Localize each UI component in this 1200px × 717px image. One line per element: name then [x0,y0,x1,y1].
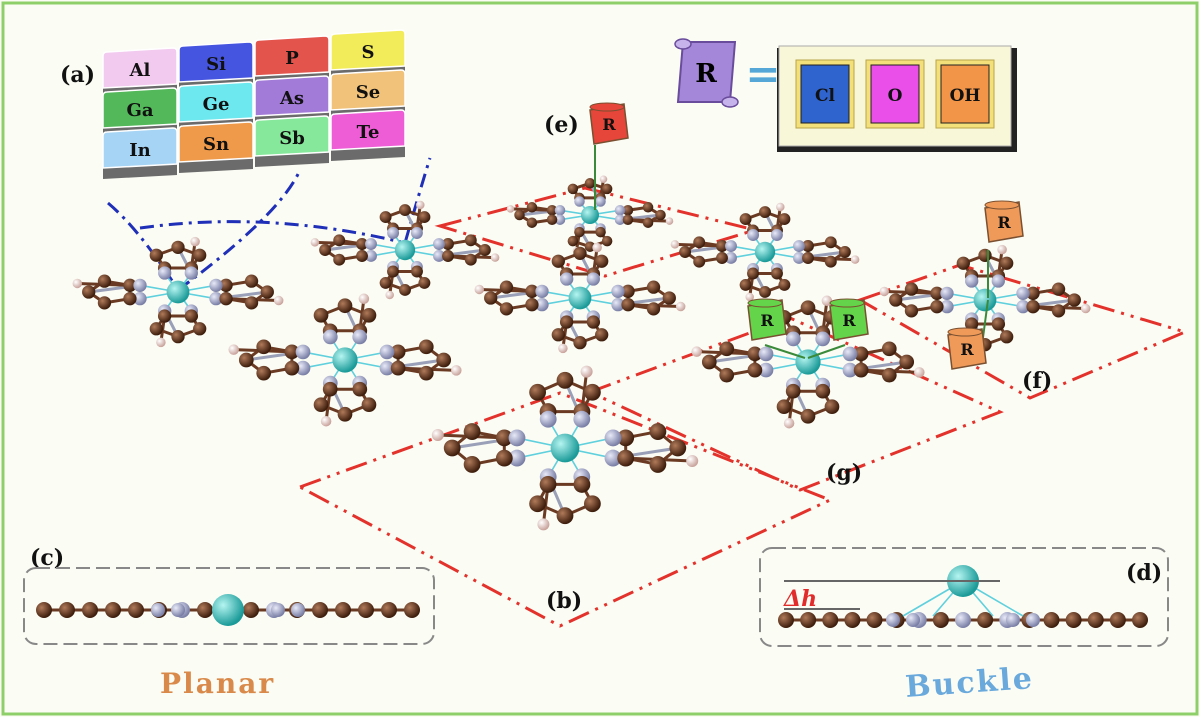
connector-line [139,220,406,245]
flag-label: R [842,311,856,330]
element-symbol: Ga [126,100,153,121]
element-symbol: Si [206,54,226,75]
element-symbol: In [129,140,151,161]
connector-line [107,201,180,291]
element-symbol: Sn [203,134,229,155]
element-symbol: S [362,42,375,63]
tm-porphyrin-unit [670,202,860,302]
flag-label: R [760,311,774,330]
tm-porphyrin-unit [691,295,925,429]
legend-equals: = [745,49,780,98]
flag-r-4: R [984,200,1024,298]
scroll-r-icon [674,38,739,108]
element-tile-in: In [102,127,178,179]
label-f: (f) [1022,368,1052,394]
tm-porphyrin-unit [431,365,699,531]
label-c: (c) [30,545,64,571]
delta-h-label: Δh [783,586,817,612]
legend-option-label: O [888,86,903,106]
flag-r-1: R [589,102,629,210]
tm-porphyrin-unit [72,236,284,348]
flag-label: R [997,213,1011,232]
legend-option-o: O [865,59,925,129]
flag-r-2: R [747,298,806,359]
legend-option-label: OH [950,86,981,106]
molecular-sheet [72,175,1091,531]
buckle-view-box [759,547,1169,647]
planar-view-box [23,567,435,645]
tm-porphyrin-unit [310,200,500,300]
legend-option-oh: OH [935,59,995,129]
substituent-legend: R = Cl O OH [674,38,1017,152]
sheet-outline-f [856,263,1190,400]
planar-side-view [36,594,420,626]
caption-planar: Planar [160,667,275,700]
element-symbol: Ge [203,94,230,115]
legend-option-label: Cl [815,86,836,106]
label-a: (a) [60,62,95,88]
label-e: (e) [544,112,579,138]
element-symbol: Te [357,122,380,143]
label-g: (g) [826,460,862,486]
label-d: (d) [1126,560,1162,586]
element-tile-sb: Sb [254,115,330,167]
element-symbol: Al [129,60,151,81]
label-b: (b) [546,588,582,614]
connector-line [403,157,432,244]
element-symbol: Sb [279,128,305,149]
substituent-flags: R R R R R [589,102,1024,370]
element-symbol: Se [356,82,380,103]
tm-porphyrin-unit [506,175,674,255]
legend-option-cl: Cl [795,59,855,129]
tm-porphyrin-unit [474,242,686,354]
flag-label: R [602,115,616,134]
flag-label: R [960,340,974,359]
sheet-outline-g [586,316,1004,492]
legend-r-symbol: R [695,59,717,89]
element-tile-sn: Sn [178,121,254,173]
element-symbol: As [279,88,304,109]
element-symbol: P [285,48,299,69]
element-tile-te: Te [330,109,406,161]
flag-r-3: R [807,298,869,359]
flag-r-5: R [947,299,989,370]
tm-porphyrin-unit [228,293,462,427]
